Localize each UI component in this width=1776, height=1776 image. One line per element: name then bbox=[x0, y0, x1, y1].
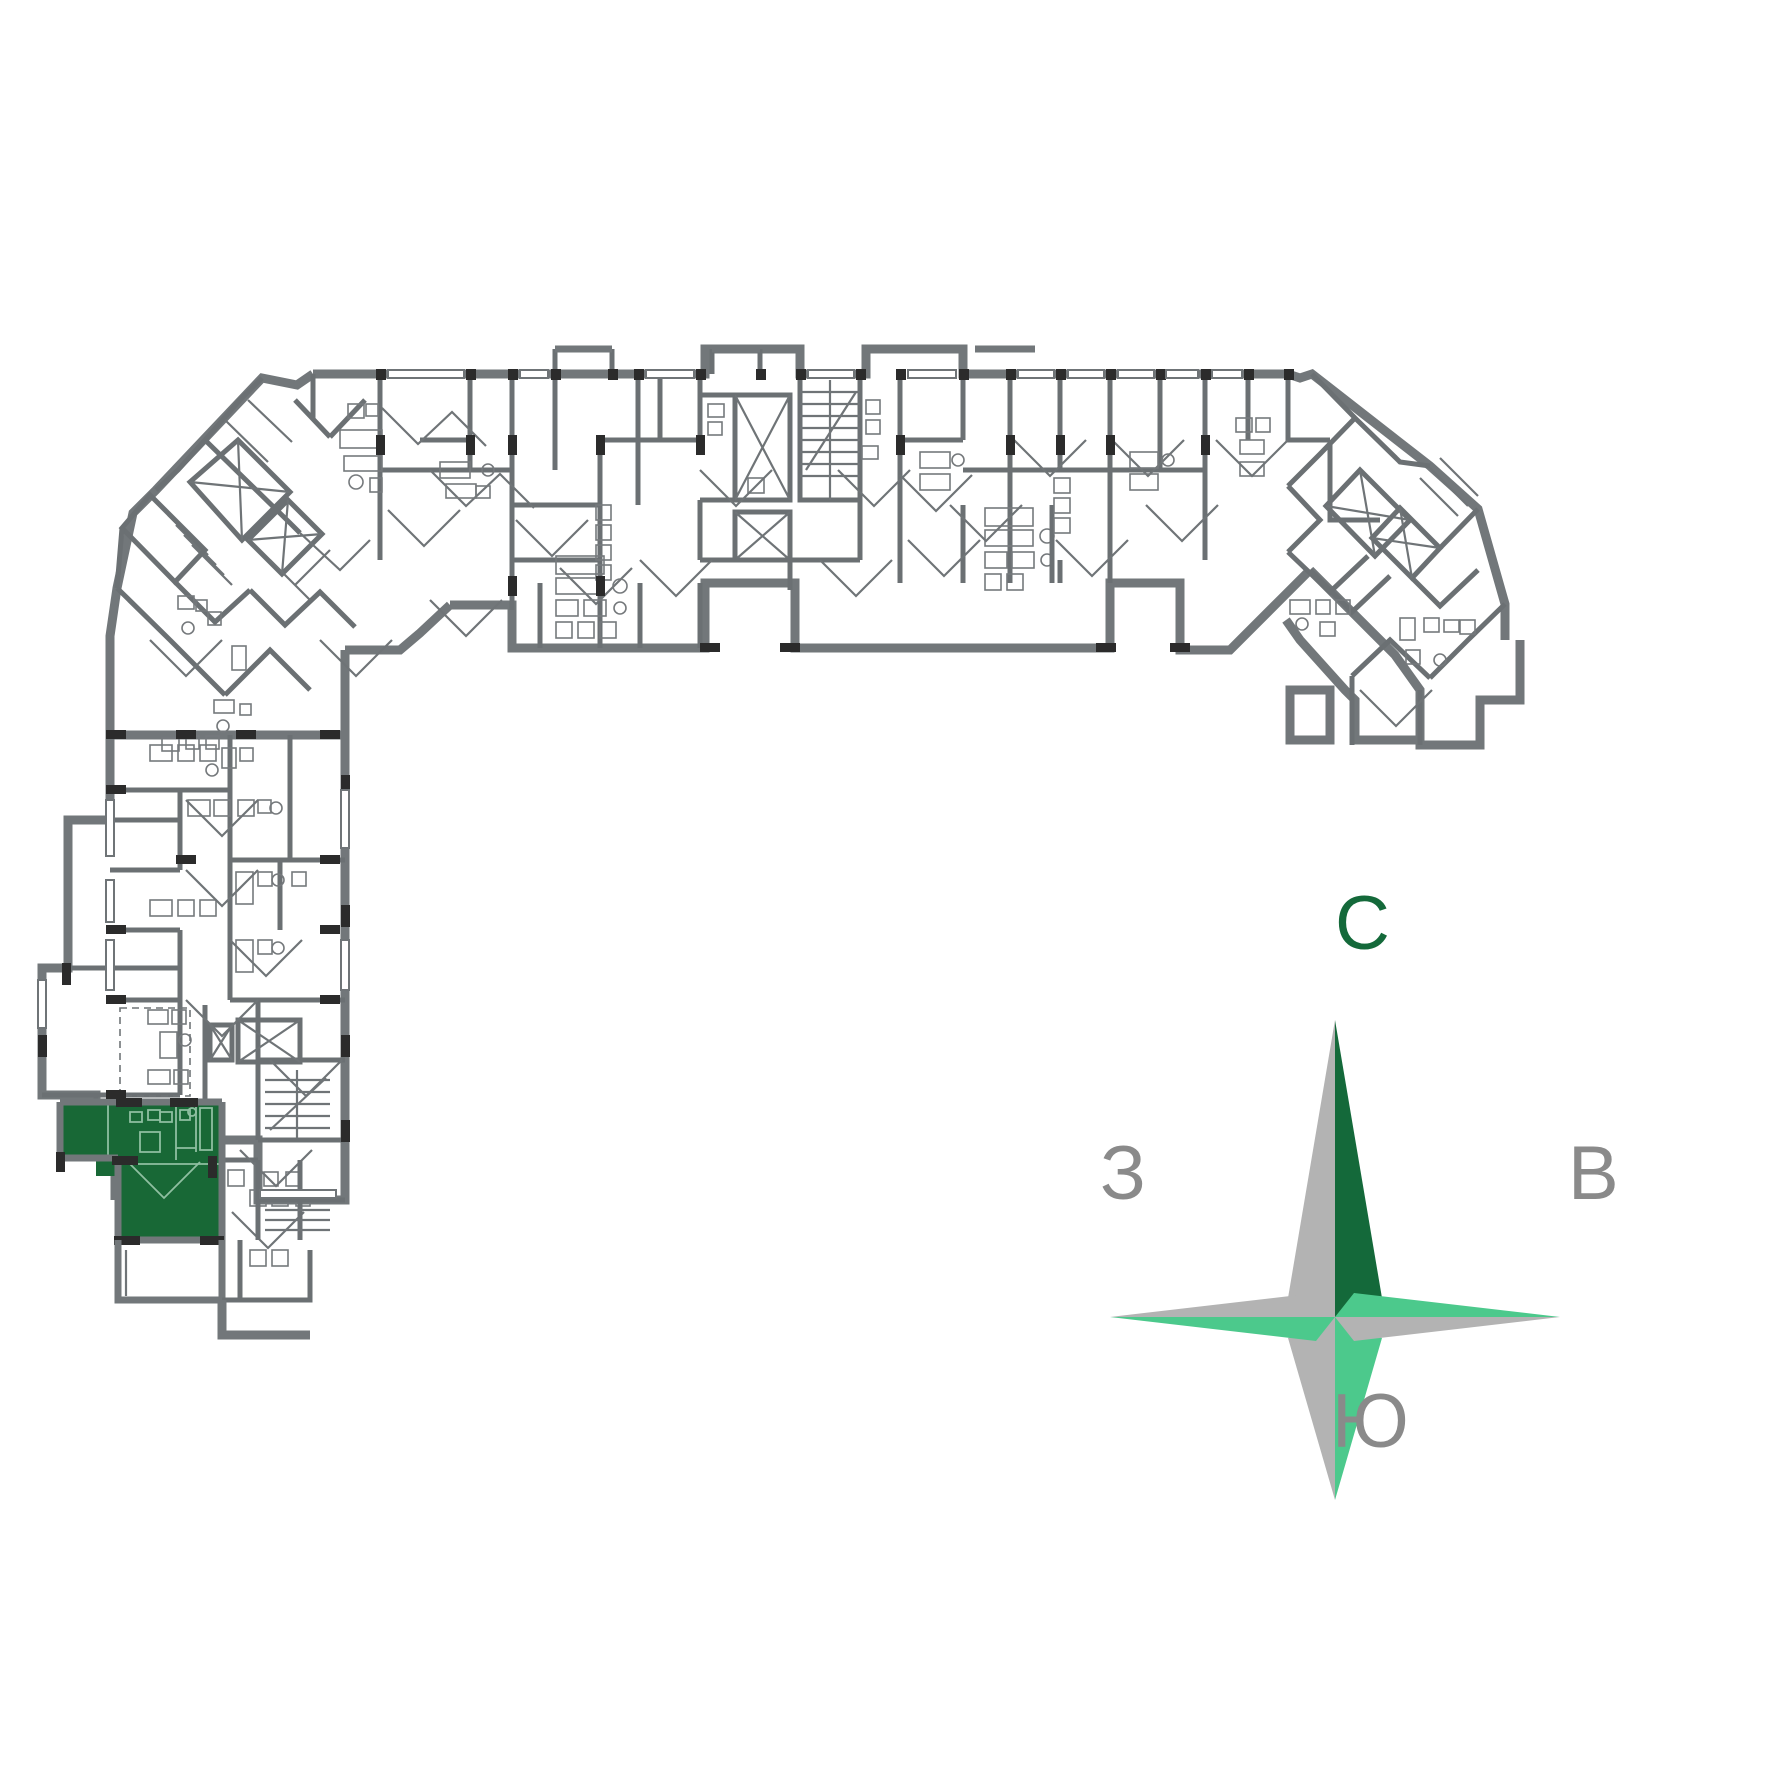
dashed-region bbox=[119, 1007, 191, 1097]
top-left-corner-detail bbox=[114, 374, 371, 752]
north-arm-left bbox=[1288, 1020, 1335, 1317]
compass-label-north: С bbox=[1335, 881, 1390, 966]
top-wing-left-interior bbox=[339, 374, 703, 648]
compass-rose: С Ю З В bbox=[1100, 880, 1670, 1500]
south-arm-right bbox=[1335, 1317, 1382, 1500]
north-arm-right bbox=[1335, 1020, 1382, 1317]
courtyard-edge bbox=[450, 566, 1314, 655]
compass-label-west: З bbox=[1100, 1131, 1146, 1216]
central-core-left bbox=[657, 374, 881, 590]
east-arm-top bbox=[1335, 1293, 1560, 1317]
door-swings bbox=[149, 439, 1289, 678]
west-arm-top bbox=[1110, 1293, 1335, 1317]
left-wing-interior bbox=[42, 735, 345, 1200]
floor-plan-geometry bbox=[37, 344, 1525, 1340]
compass-label-south: Ю bbox=[1332, 1379, 1409, 1464]
wall-piers bbox=[38, 369, 1294, 1142]
highlighted-apartment[interactable] bbox=[60, 1102, 222, 1240]
west-arm-bottom bbox=[1110, 1317, 1335, 1341]
compass-rose-graphic bbox=[1110, 1020, 1560, 1500]
compass-arms bbox=[1110, 1020, 1560, 1500]
windows bbox=[37, 369, 1243, 1199]
south-arm-left bbox=[1288, 1317, 1335, 1500]
bottom-left-rooms bbox=[114, 1189, 313, 1340]
east-arm-bottom bbox=[1335, 1317, 1560, 1341]
lower-left-core bbox=[255, 1160, 345, 1240]
compass-label-east: В bbox=[1568, 1131, 1619, 1216]
